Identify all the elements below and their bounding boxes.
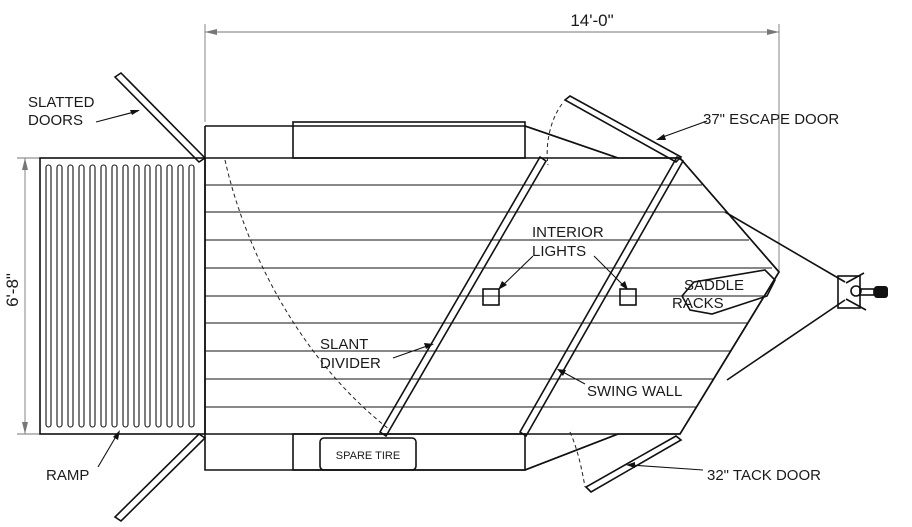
interior-light <box>482 288 500 306</box>
interior-light <box>619 288 637 306</box>
interior-lights-label-line1: INTERIOR <box>532 224 604 241</box>
fender-bottom <box>292 433 526 471</box>
escape-door <box>546 95 683 166</box>
interior-lights-label-line2: LIGHTS <box>532 243 586 260</box>
tack-door <box>569 431 683 493</box>
leader-lines <box>95 110 708 471</box>
slant-divider-label-line1: SLANT <box>320 336 368 353</box>
length-dimension-text: 14'-0" <box>570 11 613 30</box>
length-dimension: 14'-0" <box>204 11 780 272</box>
escape-door-label: 37" ESCAPE DOOR <box>703 111 839 128</box>
callout-labels: SLATTED DOORS 37" ESCAPE DOOR INTERIOR L… <box>28 94 839 484</box>
slatted-doors-label-line2: DOORS <box>28 112 83 129</box>
width-dimension-text: 6'-8" <box>3 273 22 307</box>
saddle-racks <box>681 269 776 315</box>
hitch-ball <box>874 286 888 298</box>
swing-wall-label: SWING WALL <box>587 383 682 400</box>
saddle-racks-label-line1: SADDLE <box>684 277 744 294</box>
floor-boards <box>205 184 772 408</box>
spare-tire: SPARE TIRE <box>319 437 417 471</box>
fender-top <box>292 121 526 159</box>
slatted-doors-label-line1: SLATTED <box>28 94 95 111</box>
saddle-racks-label-line2: RACKS <box>672 295 724 312</box>
spare-tire-label: SPARE TIRE <box>336 450 400 462</box>
ramp <box>39 157 206 435</box>
trailer-tongue <box>724 211 888 381</box>
slant-divider-label-line2: DIVIDER <box>320 355 381 372</box>
ramp-swing-arc <box>224 159 391 431</box>
slant-divider <box>378 155 548 438</box>
ramp-slats <box>45 164 195 428</box>
tack-door-label: 32" TACK DOOR <box>707 467 821 484</box>
ramp-label: RAMP <box>46 467 89 484</box>
swing-wall <box>518 155 685 438</box>
width-dimension: 6'-8" <box>3 157 40 435</box>
